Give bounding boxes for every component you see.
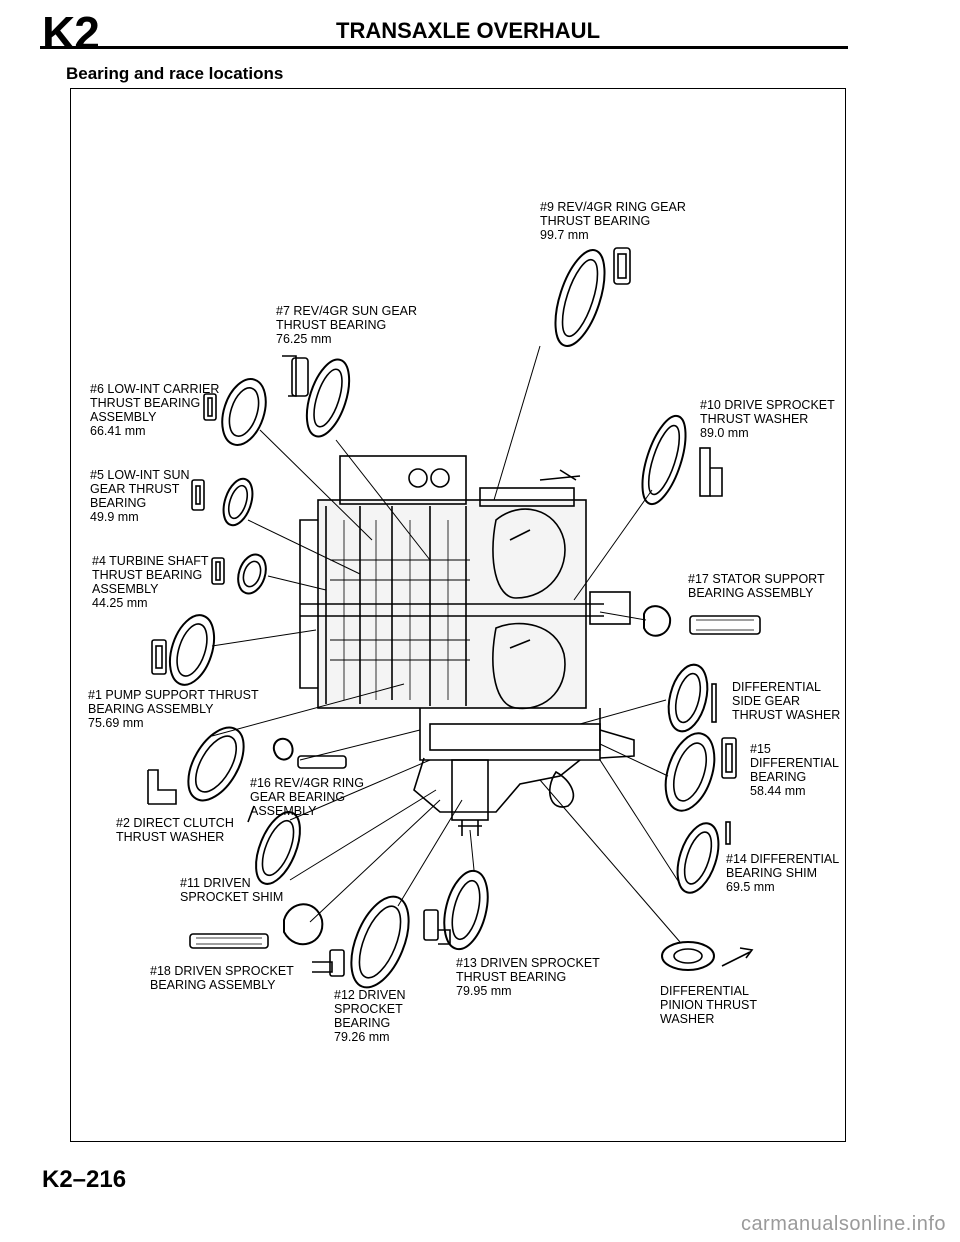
section-heading: Bearing and race locations [66, 64, 284, 83]
callout-9-rev-4gr-ring-gear-thrust-bearing: #9 REV/4GR RING GEAR THRUST BEARING 99.7… [540, 200, 686, 242]
callout-1-pump-support-thrust-bearing: #1 PUMP SUPPORT THRUST BEARING ASSEMBLY … [88, 688, 259, 730]
callout-differential-side-gear-thrust-washer: DIFFERENTIAL SIDE GEAR THRUST WASHER [732, 680, 841, 722]
section-code: K2 [42, 7, 100, 59]
callout-6-low-int-carrier-thrust-bearing: #6 LOW-INT CARRIER THRUST BEARING ASSEMB… [90, 382, 220, 438]
callout-15-differential-bearing: #15 DIFFERENTIAL BEARING 58.44 mm [750, 742, 839, 798]
callout-11-driven-sprocket-shim: #11 DRIVEN SPROCKET SHIM [180, 876, 284, 904]
callout-17-stator-support-bearing: #17 STATOR SUPPORT BEARING ASSEMBLY [688, 572, 825, 600]
diagram-frame [70, 88, 846, 1142]
callout-13-driven-sprocket-thrust-bearing: #13 DRIVEN SPROCKET THRUST BEARING 79.95… [456, 956, 600, 998]
callout-7-rev-4gr-sun-gear-thrust-bearing: #7 REV/4GR SUN GEAR THRUST BEARING 76.25… [276, 304, 418, 346]
transaxle-body [299, 455, 635, 836]
callout-12-driven-sprocket-bearing: #12 DRIVEN SPROCKET BEARING 79.26 mm [334, 988, 406, 1044]
callout-16-rev-4gr-ring-gear-bearing: #16 REV/4GR RING GEAR BEARING ASSEMBLY [250, 776, 364, 818]
header-rule [40, 46, 848, 49]
page-number: K2–216 [42, 1166, 127, 1193]
callout-5-low-int-sun-gear-thrust-bearing: #5 LOW-INT SUN GEAR THRUST BEARING 49.9 … [90, 468, 190, 524]
callout-18-driven-sprocket-bearing: #18 DRIVEN SPROCKET BEARING ASSEMBLY [150, 964, 294, 992]
callout-4-turbine-shaft-thrust-bearing: #4 TURBINE SHAFT THRUST BEARING ASSEMBLY… [92, 554, 209, 610]
page-title: TRANSAXLE OVERHAUL [336, 18, 601, 43]
callout-2-direct-clutch-thrust-washer: #2 DIRECT CLUTCH THRUST WASHER [116, 816, 234, 844]
callout-differential-pinion-thrust-washer: DIFFERENTIAL PINION THRUST WASHER [660, 984, 757, 1026]
callout-10-drive-sprocket-thrust-washer: #10 DRIVE SPROCKET THRUST WASHER 89.0 mm [700, 398, 835, 440]
watermark: carmanualsonline.info [740, 1213, 946, 1235]
callout-14-differential-bearing-shim: #14 DIFFERENTIAL BEARING SHIM 69.5 mm [726, 852, 840, 894]
